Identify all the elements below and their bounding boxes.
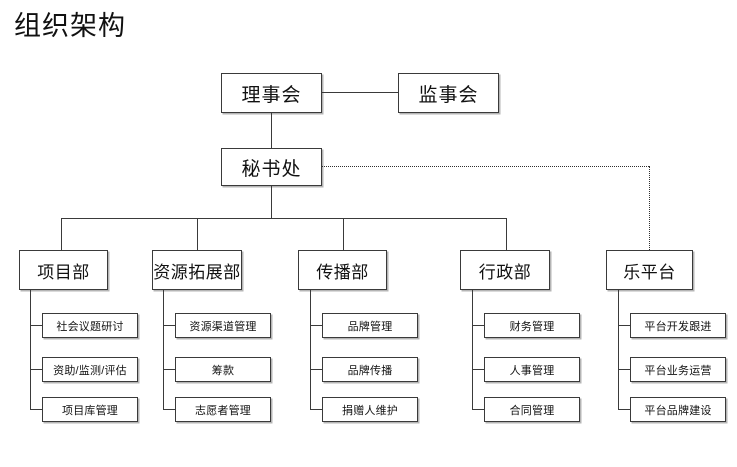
node-department-0-label: 项目部 — [37, 262, 90, 282]
stub-dept-4-child-1 — [618, 369, 630, 371]
node-department-1-child-0-label: 资源渠道管理 — [189, 320, 257, 333]
stub-dept-3-child-1 — [472, 369, 484, 371]
node-department-2-child-2[interactable]: 捐赠人维护 — [322, 397, 418, 422]
node-department-0-child-1[interactable]: 资助/监测/评估 — [42, 357, 138, 382]
node-department-4-child-2-label: 平台品牌建设 — [644, 404, 712, 417]
node-department-2-child-0[interactable]: 品牌管理 — [322, 313, 418, 338]
connector-bus-dept-2 — [343, 218, 345, 250]
node-supervisors[interactable]: 监事会 — [398, 73, 499, 113]
node-department-0-child-0-label: 社会议题研讨 — [56, 320, 124, 333]
node-department-1-child-2[interactable]: 志愿者管理 — [175, 397, 271, 422]
node-department-4-child-0[interactable]: 平台开发跟进 — [630, 313, 726, 338]
stub-dept-0-child-0 — [30, 325, 42, 327]
dropline-dept-3 — [472, 290, 474, 410]
node-department-2[interactable]: 传播部 — [298, 250, 387, 290]
node-board[interactable]: 理事会 — [221, 73, 322, 113]
page-title: 组织架构 — [14, 11, 126, 41]
stub-dept-1-child-2 — [163, 409, 175, 411]
node-department-4[interactable]: 乐平台 — [606, 250, 693, 290]
node-department-3[interactable]: 行政部 — [460, 250, 550, 290]
node-department-2-label: 传播部 — [316, 262, 369, 282]
node-department-1-child-2-label: 志愿者管理 — [195, 404, 251, 417]
node-department-0[interactable]: 项目部 — [19, 250, 108, 290]
node-department-3-child-1-label: 人事管理 — [509, 364, 555, 377]
connector-secretariat-bus — [271, 186, 273, 219]
connector-board-supervisors — [322, 92, 398, 94]
stub-dept-1-child-0 — [163, 325, 175, 327]
stub-dept-2-child-1 — [310, 369, 322, 371]
connector-bus-dept-1 — [197, 218, 199, 250]
node-department-3-child-2-label: 合同管理 — [509, 404, 555, 417]
node-department-1[interactable]: 资源拓展部 — [152, 250, 242, 290]
node-department-2-child-0-label: 品牌管理 — [347, 320, 393, 333]
node-department-4-label: 乐平台 — [623, 262, 676, 282]
node-department-3-child-2[interactable]: 合同管理 — [484, 397, 580, 422]
node-department-4-child-0-label: 平台开发跟进 — [644, 320, 712, 333]
node-secretariat-label: 秘书处 — [241, 158, 302, 180]
node-department-4-child-1[interactable]: 平台业务运营 — [630, 357, 726, 382]
stub-dept-0-child-2 — [30, 409, 42, 411]
connector-secretariat-leplatform-vertical — [649, 166, 650, 250]
node-supervisors-label: 监事会 — [418, 84, 479, 106]
node-board-label: 理事会 — [241, 84, 302, 106]
node-department-0-child-2-label: 项目库管理 — [62, 404, 118, 417]
node-department-4-child-1-label: 平台业务运营 — [644, 364, 712, 377]
node-department-3-child-0[interactable]: 财务管理 — [484, 313, 580, 338]
node-department-0-child-1-label: 资助/监测/评估 — [53, 364, 127, 377]
dropline-dept-2 — [310, 290, 312, 410]
node-department-1-child-1[interactable]: 筹款 — [175, 357, 271, 382]
stub-dept-3-child-0 — [472, 325, 484, 327]
node-department-3-child-0-label: 财务管理 — [509, 320, 555, 333]
dropline-dept-1 — [163, 290, 165, 410]
stub-dept-2-child-2 — [310, 409, 322, 411]
node-department-0-child-2[interactable]: 项目库管理 — [42, 397, 138, 422]
stub-dept-0-child-1 — [30, 369, 42, 371]
dropline-dept-4 — [618, 290, 620, 410]
node-department-4-child-2[interactable]: 平台品牌建设 — [630, 397, 726, 422]
connector-department-bus — [61, 218, 507, 220]
connector-secretariat-leplatform-horizontal — [322, 166, 649, 167]
stub-dept-3-child-2 — [472, 409, 484, 411]
node-department-2-child-1-label: 品牌传播 — [347, 364, 393, 377]
stub-dept-4-child-0 — [618, 325, 630, 327]
stub-dept-1-child-1 — [163, 369, 175, 371]
connector-bus-dept-3 — [506, 218, 508, 250]
node-department-3-child-1[interactable]: 人事管理 — [484, 357, 580, 382]
node-department-2-child-1[interactable]: 品牌传播 — [322, 357, 418, 382]
node-secretariat[interactable]: 秘书处 — [221, 148, 322, 186]
node-department-0-child-0[interactable]: 社会议题研讨 — [42, 313, 138, 338]
node-department-3-label: 行政部 — [478, 262, 532, 282]
dropline-dept-0 — [30, 290, 32, 410]
node-department-1-child-1-label: 筹款 — [211, 364, 235, 377]
node-department-2-child-2-label: 捐赠人维护 — [342, 404, 398, 417]
stub-dept-2-child-0 — [310, 325, 322, 327]
stub-dept-4-child-2 — [618, 409, 630, 411]
node-department-1-label: 资源拓展部 — [153, 262, 241, 282]
connector-board-secretariat — [271, 113, 273, 148]
node-department-1-child-0[interactable]: 资源渠道管理 — [175, 313, 271, 338]
connector-bus-dept-0 — [61, 218, 63, 250]
